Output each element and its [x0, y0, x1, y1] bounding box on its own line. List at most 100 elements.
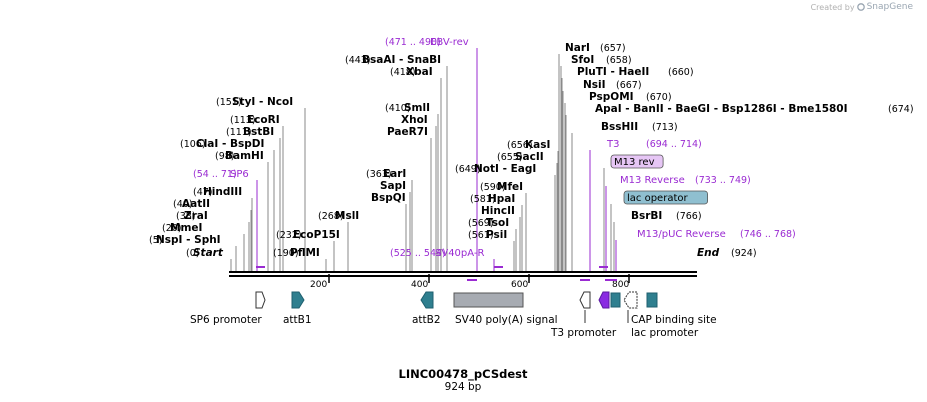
- position-pluti: (660): [668, 67, 694, 78]
- label-apai: ApaI - BanII - BaeGI - Bsp1286I - Bme158…: [595, 103, 848, 115]
- m13-rev-feature-arrow: [598, 291, 610, 309]
- label-sacii: SacII: [515, 151, 544, 163]
- label-xhoi: XhoI: [401, 114, 428, 126]
- label-psii: PsiI: [486, 229, 507, 241]
- cap-site-box: [646, 292, 658, 308]
- position-psii: (561): [468, 230, 494, 241]
- position-end: (924): [731, 248, 757, 259]
- position-bstbi: (111): [226, 127, 252, 138]
- label-ecori: EcoRI: [247, 114, 280, 126]
- attb1-label: attB1: [283, 314, 312, 326]
- primer-bars: [256, 266, 617, 281]
- label-hpai: HpaI: [488, 193, 515, 205]
- position-zrai: (38): [176, 211, 196, 222]
- construct-name: LINC00478_pCSdest: [399, 367, 528, 382]
- label-end: End: [697, 247, 720, 259]
- t3-promoter-arrow: [579, 291, 591, 309]
- features: SP6 promoter attB1 attB2 SV40 poly(A) si…: [190, 291, 717, 339]
- position-apai: (674): [888, 104, 914, 115]
- label-pluti: PluTI - HaeII: [577, 66, 649, 78]
- label-m13rev: M13 rev: [614, 157, 655, 168]
- label-bsrbi: BsrBI: [631, 210, 662, 222]
- label-smli: SmlI: [404, 102, 430, 114]
- position-t3: (694 .. 714): [646, 139, 702, 150]
- box-lacop: [623, 190, 708, 205]
- label-sfoi: SfoI: [571, 54, 594, 66]
- label-sv40pa: SV40pA-R: [435, 248, 484, 259]
- attb2-label: attB2: [412, 314, 441, 326]
- position-sfoi: (658): [606, 55, 632, 66]
- watermark: Created by SnapGene: [811, 2, 913, 12]
- label-sapi: SapI: [380, 180, 406, 192]
- position-m13reverse: (733 .. 749): [695, 175, 751, 186]
- position-bsshii: (713): [652, 122, 678, 133]
- label-nspi: NspI - SphI: [156, 234, 221, 246]
- position-ebvrev: (471 .. 490): [385, 37, 441, 48]
- position-noti: (649): [455, 164, 481, 175]
- label-sp6: SP6: [230, 169, 249, 180]
- label-tsoi: TsoI: [486, 217, 509, 229]
- position-bamhi: (98): [215, 151, 235, 162]
- label-mmei: MmeI: [170, 222, 202, 234]
- label-bsaai: BsaAI - SnaBI: [362, 54, 441, 66]
- watermark-brand: SnapGene: [866, 2, 913, 12]
- label-t3: T3: [606, 139, 619, 150]
- position-pspomi: (670): [646, 92, 672, 103]
- position-ecop15i: (232): [276, 230, 302, 241]
- label-m13reverse: M13 Reverse: [620, 175, 685, 186]
- position-xbai: (418): [390, 67, 416, 78]
- label-lacop: lac operator: [627, 193, 688, 204]
- position-styi: (151): [216, 97, 242, 108]
- label-bamhi: BamHI: [225, 150, 264, 162]
- label-styi: StyI - NcoI: [232, 96, 293, 108]
- label-zrai: ZraI: [184, 210, 208, 222]
- label-ebvrev: EBV-rev: [430, 37, 469, 48]
- label-aatii: AatII: [182, 198, 210, 210]
- map-title: LINC00478_pCSdest 924 bp: [399, 367, 528, 393]
- label-paer7i: PaeR7I: [387, 126, 428, 138]
- label-ecop15i: EcoP15I: [293, 229, 340, 241]
- label-nsii: NsiI: [583, 79, 606, 91]
- t3-promoter-label: T3 promoter: [550, 327, 617, 339]
- sv40-polya-box: [453, 292, 524, 308]
- position-pflmi: (190): [273, 248, 299, 259]
- attb2-arrow: [420, 291, 434, 309]
- position-hindiii: (47): [193, 187, 213, 198]
- position-sv40pa: (525 .. 544): [390, 248, 446, 259]
- position-bsaai: (443): [345, 55, 371, 66]
- position-kasi: (656): [507, 140, 533, 151]
- label-bspqi: BspQI: [371, 192, 406, 204]
- ruler-label-200: 200: [310, 280, 327, 290]
- snapgene-logo-icon: [856, 3, 865, 11]
- label-bstbi: BstBI: [243, 126, 274, 138]
- label-pspomi: PspOMI: [589, 91, 634, 103]
- position-msli: (268): [318, 211, 344, 222]
- position-clai: (106): [180, 139, 206, 150]
- label-nari: NarI: [565, 42, 590, 54]
- label-start: Start: [193, 247, 224, 259]
- label-kasi: KasI: [525, 139, 550, 151]
- position-smli: (410): [385, 103, 411, 114]
- construct-length: 924 bp: [445, 381, 482, 393]
- position-hpai: (581): [470, 194, 496, 205]
- site-labels: (0)Start(5)NspI - SphI(20)MmeI(38)ZraI(4…: [149, 37, 914, 259]
- position-eari: (363): [366, 169, 392, 180]
- position-mmei: (20): [162, 223, 182, 234]
- label-msli: MslI: [335, 210, 359, 222]
- label-m13puc: M13/pUC Reverse: [637, 229, 726, 240]
- sp6-promoter-label: SP6 promoter: [190, 314, 262, 326]
- label-pflmi: PflMI: [290, 247, 320, 259]
- position-tsoi: (569): [468, 218, 494, 229]
- lac-operator-box: [610, 292, 621, 308]
- position-bsrbi: (766): [676, 211, 702, 222]
- label-xbai: XbaI: [406, 66, 433, 78]
- position-ecori: (113): [230, 115, 256, 126]
- position-nari: (657): [600, 43, 626, 54]
- box-m13rev: [610, 154, 664, 169]
- label-bsshii: BssHII: [601, 121, 638, 133]
- position-sp6: (54 .. 71): [193, 169, 237, 180]
- label-mfei: MfeI: [497, 181, 523, 193]
- label-hincii: HincII: [481, 205, 515, 217]
- lac-promoter-arrow: [623, 291, 638, 309]
